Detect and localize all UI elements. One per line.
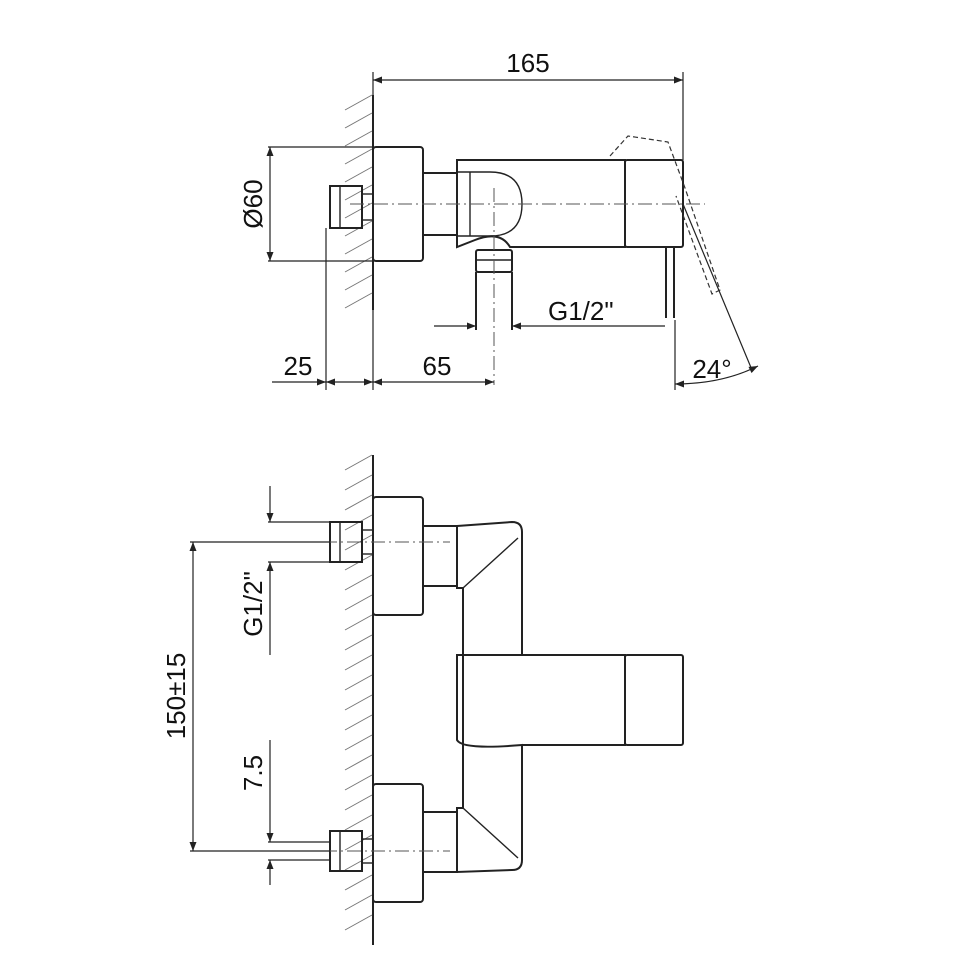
svg-text:7.5: 7.5 xyxy=(238,755,268,791)
upper-flange xyxy=(372,496,424,616)
side-view: 165 Ø60 G1/2" 25 65 24° xyxy=(238,48,759,390)
dim-overall-length: 165 xyxy=(373,48,683,84)
front-mixer-body xyxy=(456,520,684,874)
upper-neck xyxy=(422,525,458,587)
front-knob-cap xyxy=(624,654,684,746)
dim-diameter: Ø60 xyxy=(238,147,274,261)
svg-text:150±15: 150±15 xyxy=(161,653,191,740)
front-view: 150±15 G1/2" 7.5 xyxy=(161,454,684,945)
svg-text:65: 65 xyxy=(423,351,452,381)
svg-text:G1/2": G1/2" xyxy=(238,571,268,637)
dim-wall-offset: 25 xyxy=(272,351,373,386)
wall-hatch-top xyxy=(344,94,374,310)
lever-alt-position xyxy=(609,135,721,295)
dim-inlet-centers: 150±15 xyxy=(161,542,197,851)
dim-inlet-thread: G1/2" xyxy=(238,486,274,655)
svg-text:24°: 24° xyxy=(692,354,731,384)
dim-lever-angle: 24° xyxy=(674,203,759,388)
dim-outlet-thread: G1/2" xyxy=(434,296,665,330)
lower-neck xyxy=(422,811,458,873)
lower-flange xyxy=(372,783,424,903)
svg-text:Ø60: Ø60 xyxy=(238,179,268,228)
svg-text:G1/2": G1/2" xyxy=(548,296,614,326)
svg-text:25: 25 xyxy=(284,351,313,381)
svg-text:165: 165 xyxy=(506,48,549,78)
dim-adjust: 7.5 xyxy=(238,740,330,885)
dim-outlet-offset: 65 xyxy=(373,351,494,386)
wall-fitting xyxy=(329,185,373,229)
